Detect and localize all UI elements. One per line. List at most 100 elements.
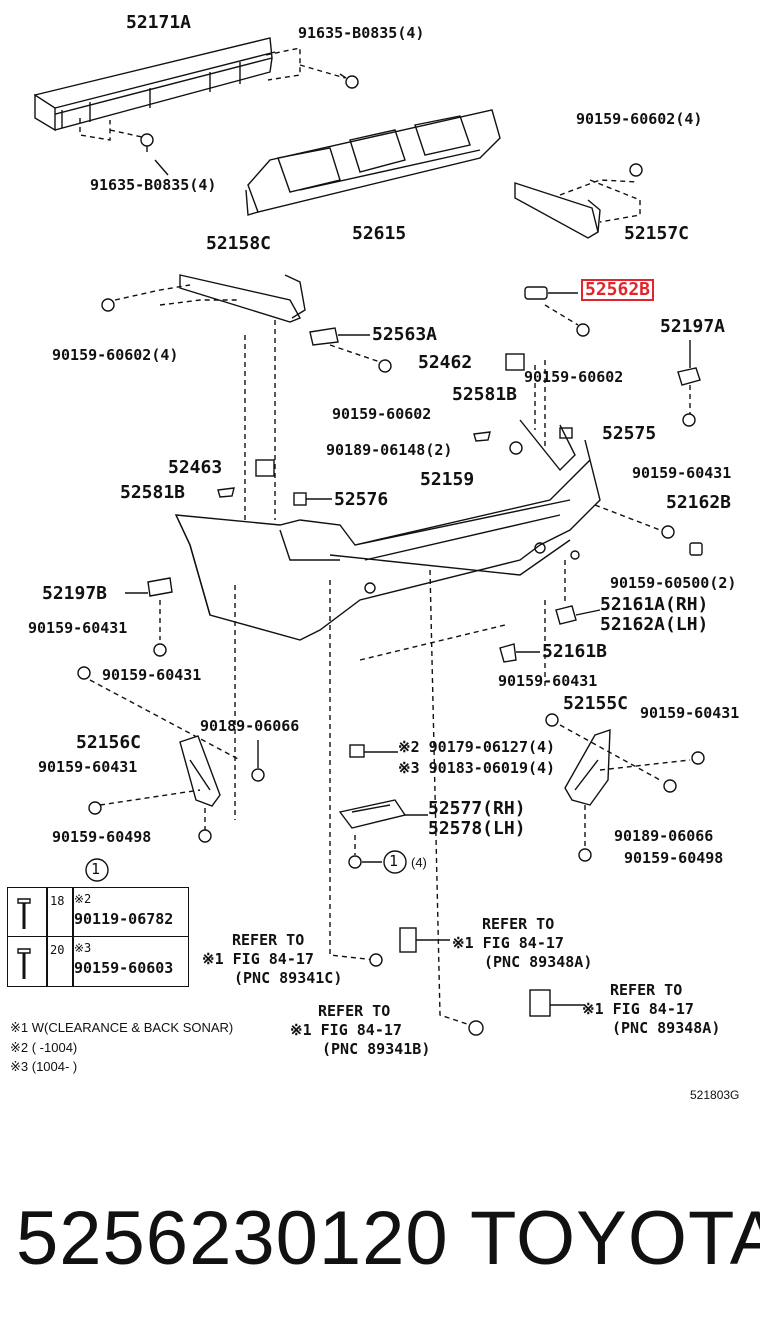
retainer-shape (147, 577, 173, 597)
note-1: ※1 W(CLEARANCE & BACK SONAR) (10, 1020, 234, 1035)
part-label-90159-60498-l: 90159-60498 (52, 828, 152, 846)
spacer-shape (473, 431, 491, 442)
part-label-52197A: 52197A (660, 316, 726, 337)
note-mark: ※3 (74, 941, 92, 955)
part-label-90189-06148: 90189-06148(2) (326, 441, 453, 459)
bracket-right-shape (514, 182, 601, 239)
bolt-shape (691, 751, 705, 765)
part-label-52157C: 52157C (624, 223, 690, 244)
note-3: ※3 (1004- ) (10, 1059, 78, 1074)
part-label-52562B-highlighted[interactable]: 52562B (581, 279, 655, 301)
part-label-52171A: 52171A (126, 12, 192, 33)
part-label-90189-06066-r: 90189-06066 (614, 827, 714, 845)
part-label-90159-60602-b: 90159-60602 (332, 405, 432, 423)
part-label-52161B: 52161B (542, 641, 608, 662)
table-row: 20 ※3 90159-60603 (8, 937, 188, 985)
refer-to-3-line2[interactable]: ※1 FIG 84-17 (290, 1021, 402, 1039)
bolt-shape (578, 848, 592, 862)
plate-shape (338, 799, 407, 829)
part-label-52615: 52615 (352, 223, 407, 244)
spacer-shape (217, 487, 235, 498)
fastener-table: 18 ※2 90119-06782 20 ※3 90159-60603 (7, 887, 189, 987)
part-label-90159-60431-r2: 90159-60431 (640, 704, 740, 722)
length-value: 18 (50, 894, 65, 908)
part-label-52161A-rh: 52161A(RH) (600, 594, 709, 615)
part-label-52577-rh: 52577(RH) (428, 798, 526, 819)
nut-shape (663, 779, 677, 793)
refer-to-3-line1: REFER TO (318, 1002, 391, 1020)
clip-shape (349, 744, 365, 758)
bracket-left-shape (179, 274, 306, 323)
part-label-91635-top: 91635-B0835(4) (298, 24, 425, 42)
figure-code: 521803G (690, 1088, 740, 1102)
part-label-90159-60602-4-top: 90159-60602(4) (576, 110, 703, 128)
part-label-52581B-top: 52581B (452, 384, 518, 405)
part-number: 90119-06782 (74, 910, 174, 928)
refer-to-2-line2[interactable]: ※1 FIG 84-17 (452, 934, 564, 952)
screw-icon (17, 948, 31, 979)
bolt-shape (153, 643, 167, 657)
sensor-shape (369, 953, 383, 967)
energy-absorber-shape (245, 109, 501, 216)
refer-to-1-line2[interactable]: ※1 FIG 84-17 (202, 950, 314, 968)
clip-shape (309, 327, 339, 346)
clip-shape (293, 492, 307, 506)
part-label-90159-60500: 90159-60500(2) (610, 574, 737, 592)
refer-to-3-line3: (PNC 89341B) (322, 1040, 431, 1058)
bumper-cover-shape (174, 419, 601, 641)
reference-circle-inline (383, 850, 407, 874)
footer-part-number: 5256230120 (16, 1196, 449, 1281)
retainer-shape (499, 643, 517, 663)
bolt-shape (378, 359, 392, 373)
reference-circle-inline-number: 1 (389, 852, 399, 870)
clip-shape (555, 605, 577, 625)
retainer-shape (677, 367, 701, 386)
part-label-52162B: 52162B (666, 492, 732, 513)
part-label-90159-60431-l1: 90159-60431 (28, 619, 128, 637)
bolt-shape (198, 829, 212, 843)
part-label-52159: 52159 (420, 469, 475, 490)
bolt-shape (77, 666, 91, 680)
part-label-90159-60602-a: 90159-60602 (524, 368, 624, 386)
part-label-90159-60431-c: 90159-60431 (498, 672, 598, 690)
clip-shape (524, 286, 548, 300)
part-label-52581B-left: 52581B (120, 482, 186, 503)
bolt-shape (545, 713, 559, 727)
length-value: 20 (50, 943, 65, 957)
part-label-90159-60602-4-left: 90159-60602(4) (52, 346, 179, 364)
screw-icon (17, 898, 31, 929)
side-bracket-right-shape (564, 729, 611, 806)
part-label-52576: 52576 (334, 489, 389, 510)
footer-brand: TOYOTA (470, 1196, 760, 1281)
bolt-shape (661, 525, 675, 539)
side-bracket-left-shape (179, 735, 221, 807)
reference-circle-number: 1 (91, 860, 101, 878)
refer-to-4-line2[interactable]: ※1 FIG 84-17 (582, 1000, 694, 1018)
pad-shape (505, 353, 525, 371)
part-label-90159-60431-l2: 90159-60431 (102, 666, 202, 684)
clip-shape (689, 542, 703, 556)
part-label-52563A: 52563A (372, 324, 438, 345)
bolt-shape (348, 855, 362, 869)
part-label-52463: 52463 (168, 457, 223, 478)
part-label-90159-60431-r1: 90159-60431 (632, 464, 732, 482)
refer-to-1-line3: (PNC 89341C) (234, 969, 343, 987)
refer-to-4-line1: REFER TO (610, 981, 683, 999)
part-label-91635-left: 91635-B0835(4) (90, 176, 217, 194)
part-label-52575: 52575 (602, 423, 657, 444)
part-label-52197B: 52197B (42, 583, 108, 604)
part-label-90179-06127: ※2 90179-06127(4) (398, 738, 556, 756)
bolt-shape (682, 413, 696, 427)
note-2: ※2 ( -1004) (10, 1040, 78, 1055)
table-row: 18 ※2 90119-06782 (8, 888, 188, 937)
part-number: 90159-60603 (74, 959, 174, 977)
refer-to-4-line3: (PNC 89348A) (612, 1019, 721, 1037)
part-label-52155C: 52155C (563, 693, 629, 714)
sensor-shape (529, 989, 551, 1017)
nut-shape (509, 441, 523, 455)
part-label-52462: 52462 (418, 352, 473, 373)
refer-to-2-line3: (PNC 89348A) (484, 953, 593, 971)
part-label-52156C: 52156C (76, 732, 142, 753)
bolt-shape (101, 298, 115, 312)
